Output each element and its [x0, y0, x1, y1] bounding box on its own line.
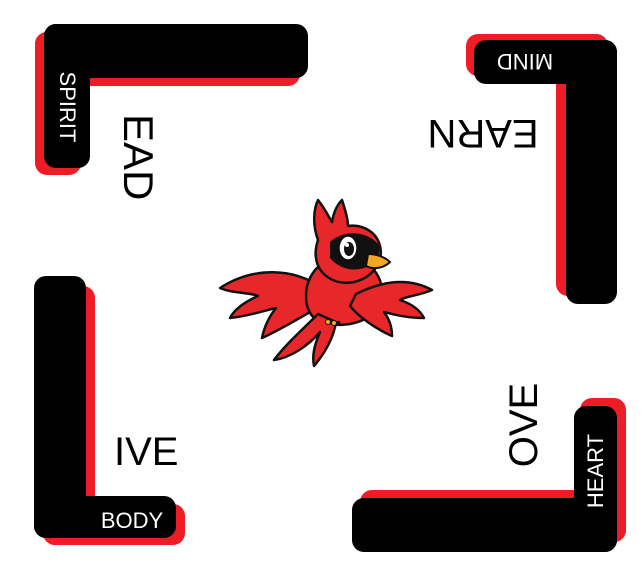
- tag-body: BODY: [100, 508, 164, 533]
- black-bar: [34, 496, 176, 538]
- black-bar: [574, 406, 617, 552]
- word-ead: EAD: [115, 114, 162, 201]
- word-ove: OVE: [502, 382, 546, 468]
- tag-mind: MIND: [496, 49, 554, 74]
- cardinal-bird-icon: [218, 198, 434, 368]
- tag-spirit: SPIRIT: [55, 71, 80, 143]
- black-bar: [566, 40, 617, 304]
- word-ive: IVE: [114, 430, 179, 474]
- word-earn: EARN: [427, 111, 539, 155]
- black-bar: [44, 24, 90, 168]
- tag-heart: HEART: [583, 433, 608, 509]
- black-bar: [34, 276, 86, 538]
- black-bar: [352, 498, 617, 552]
